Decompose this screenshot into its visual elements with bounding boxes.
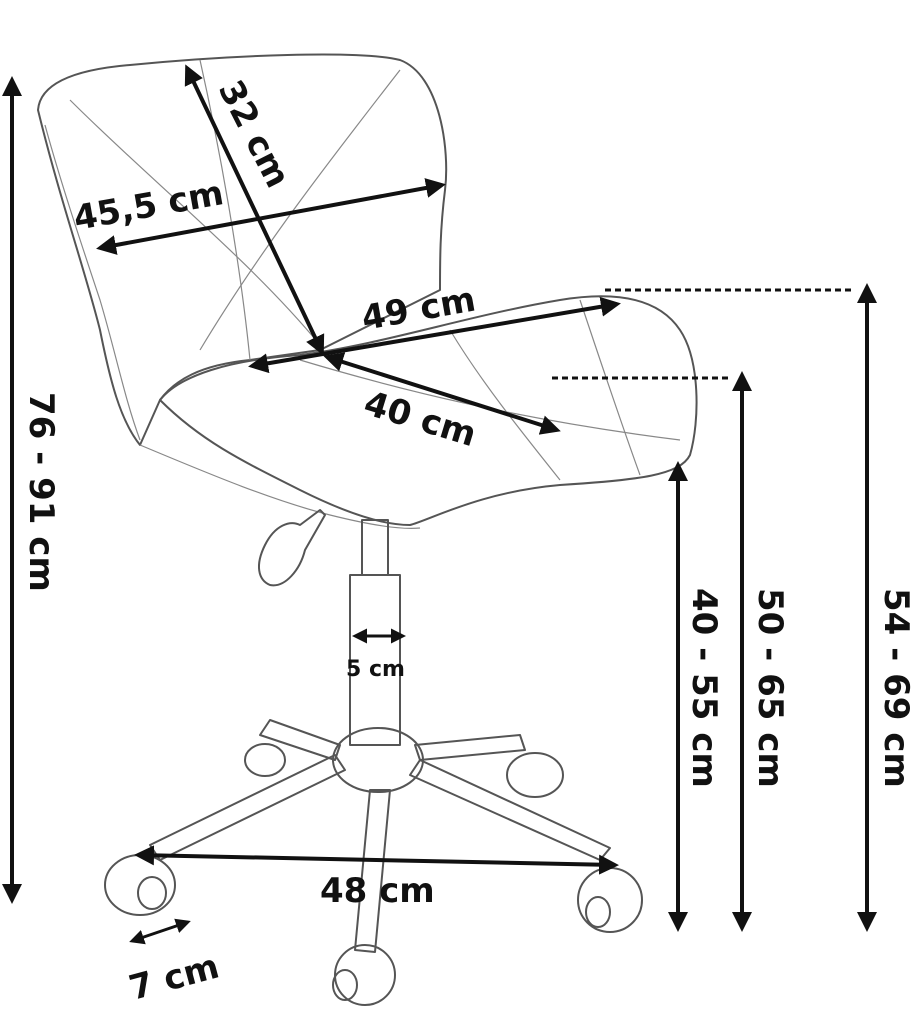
gas-lift-lower (349, 574, 401, 746)
caster-front (332, 944, 396, 1006)
caster-back-left (244, 743, 286, 777)
dim-line-wheel-size (129, 918, 191, 945)
seat-stitch-2 (449, 329, 561, 481)
base-leg-back-right (414, 734, 526, 761)
base-leg-front-right (409, 759, 611, 861)
seat-front-edge (139, 444, 421, 529)
base-hub (332, 727, 424, 793)
caster-front-left (104, 854, 176, 916)
dim-line-seat-depth (323, 352, 561, 435)
label-height-range-1: 40 - 55 cm (684, 588, 724, 788)
gas-lift-upper (361, 519, 389, 576)
label-total-height: 76 - 91 cm (21, 392, 61, 592)
base-leg-front (354, 789, 391, 953)
caster-back-right (506, 752, 564, 798)
base-leg-back-left (259, 719, 341, 761)
height-lever (258, 509, 326, 587)
label-wheel-size: 7 cm (125, 946, 223, 1008)
label-pole-diameter: 5 cm (346, 657, 405, 682)
label-height-range-3: 54 - 69 cm (876, 588, 915, 788)
base-leg-front-left (149, 754, 346, 861)
caster-front-right (577, 867, 643, 933)
label-base-diameter: 48 cm (320, 871, 435, 911)
backrest-inner-edge (44, 124, 141, 441)
dim-line-backrest-width (96, 178, 446, 255)
label-height-range-2: 50 - 65 cm (750, 588, 790, 788)
dim-line-base-diameter (134, 845, 619, 875)
dim-line-seat-width (248, 296, 621, 374)
seat-stitch-3 (579, 299, 641, 476)
label-seat-depth: 40 cm (359, 383, 480, 455)
